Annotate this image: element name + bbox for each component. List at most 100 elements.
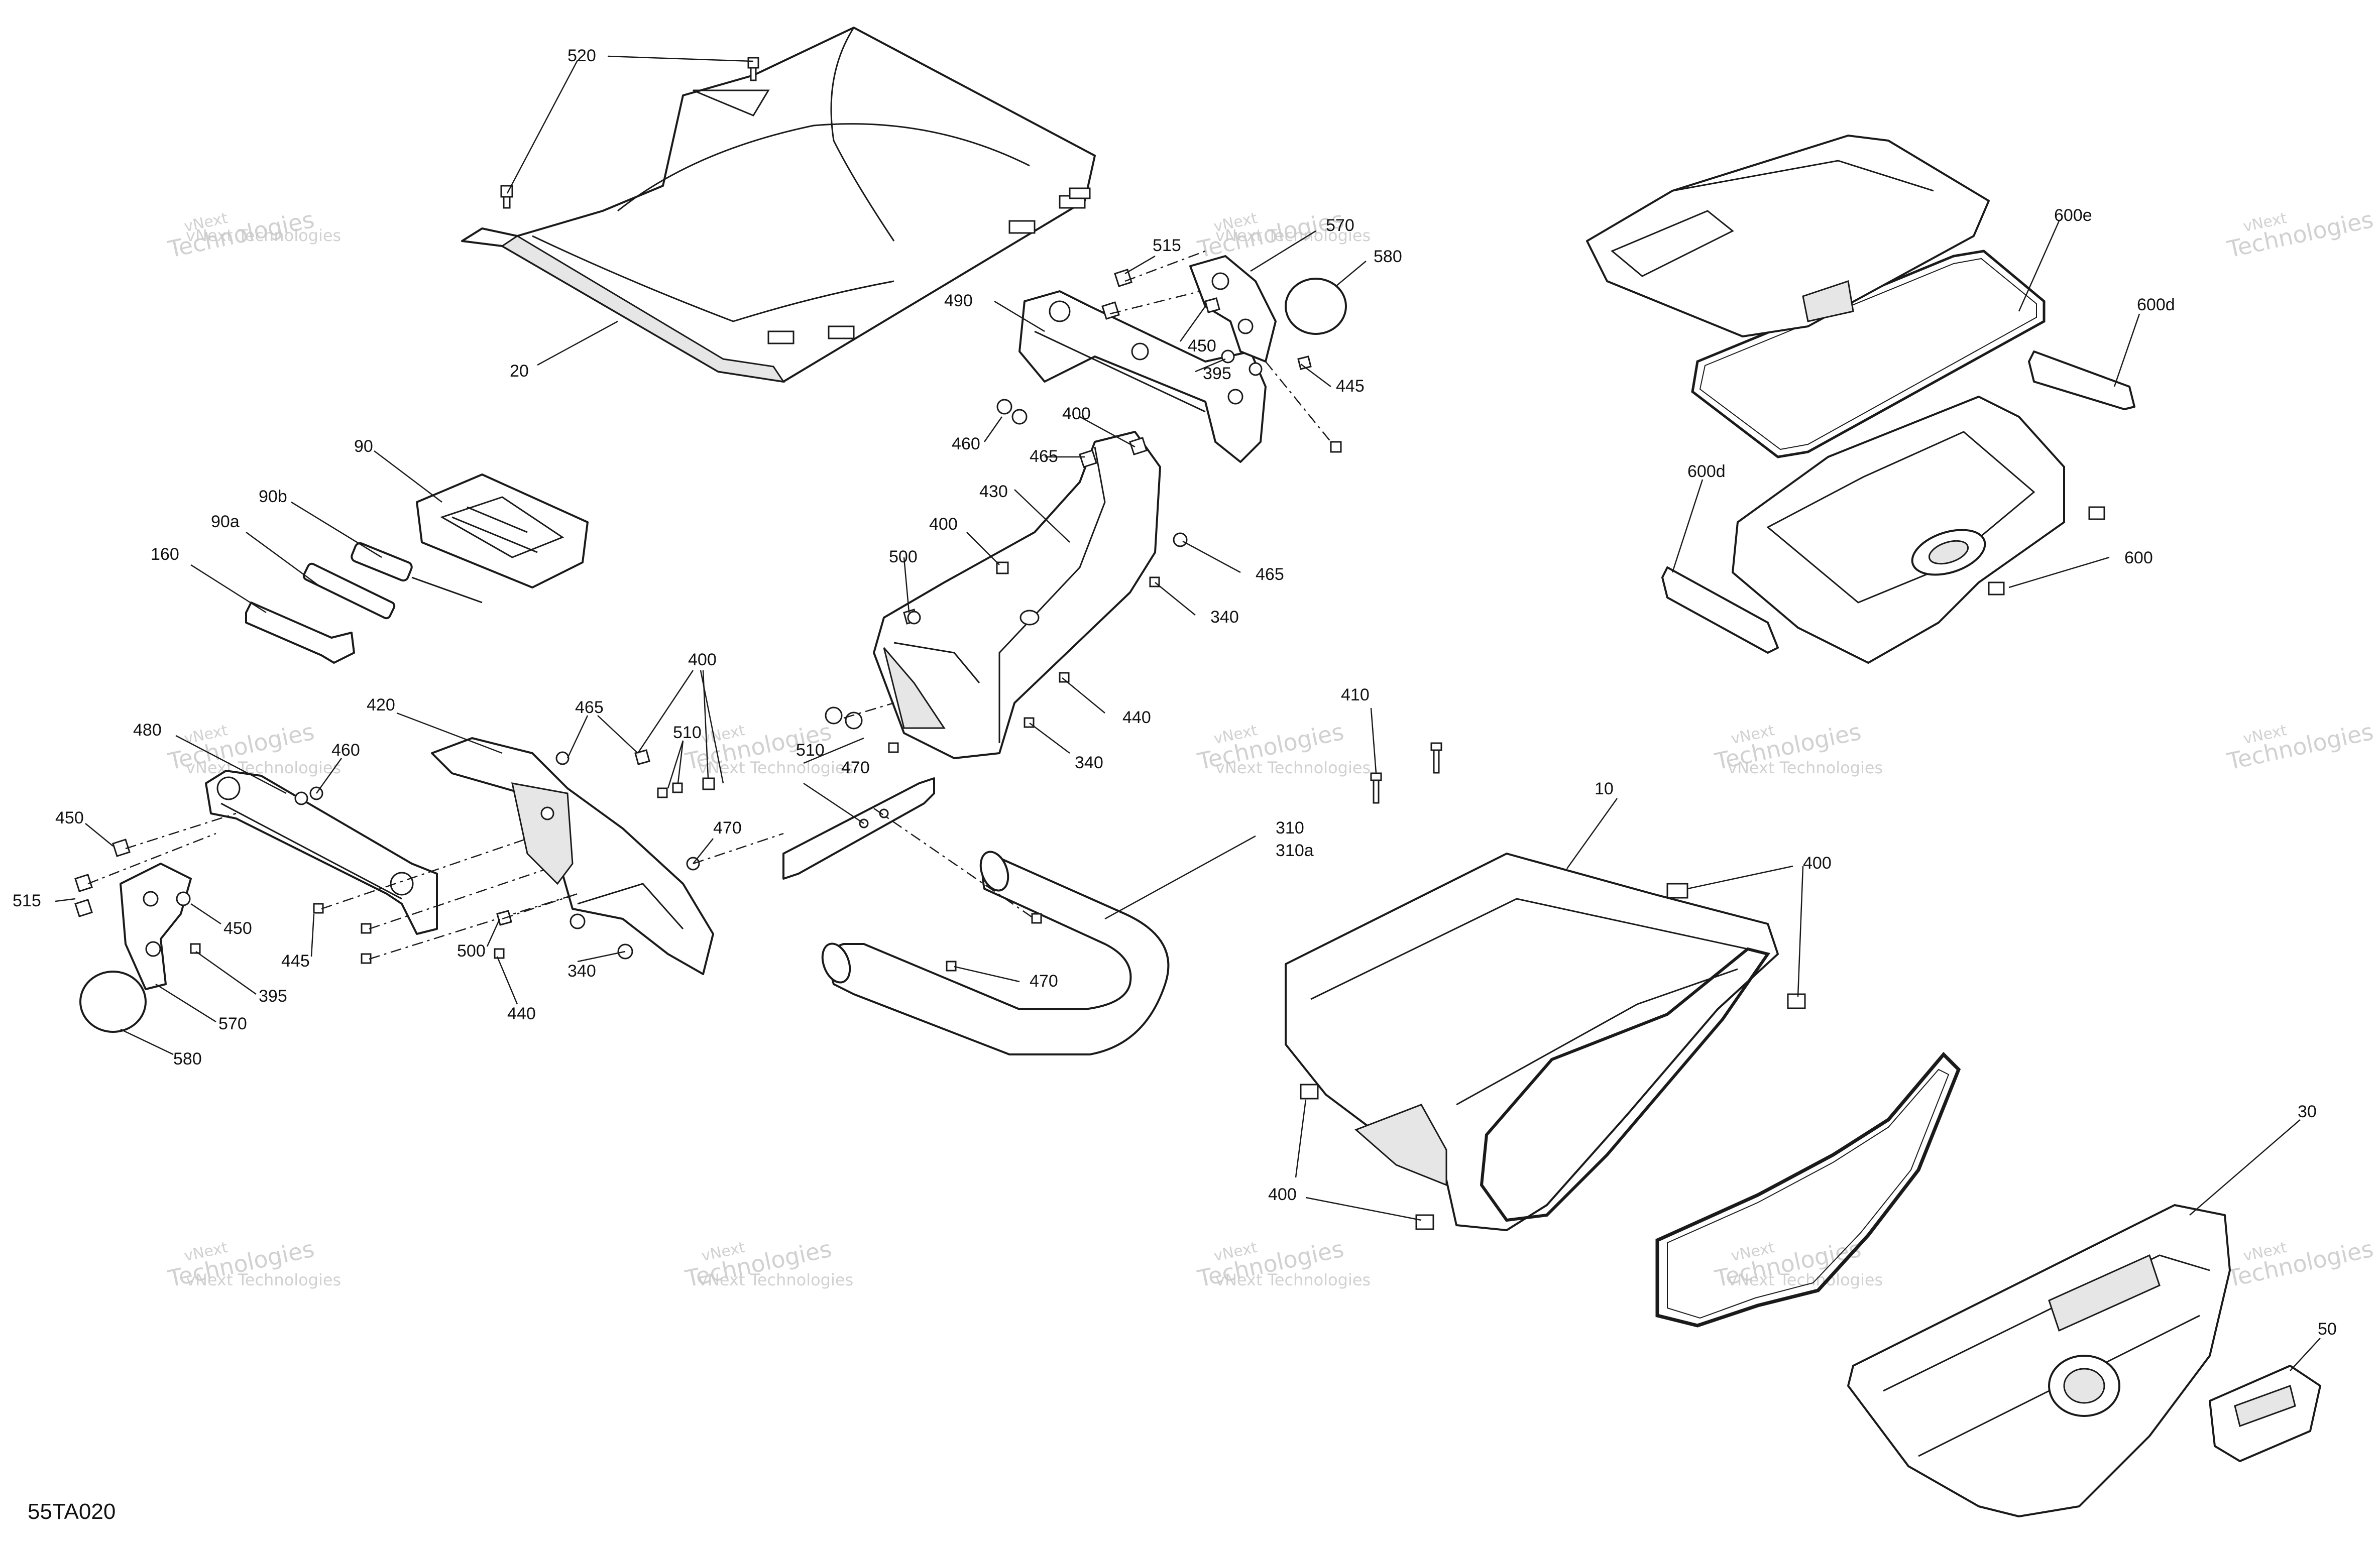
diagram-code: 55TA020 <box>28 1499 116 1524</box>
part-600e-tub-seal <box>1691 250 2046 458</box>
watermark-small: vNext Technologies <box>1215 226 1371 245</box>
watermark-line2: Technologies <box>2224 718 2375 775</box>
callout-460: 460 <box>952 434 980 453</box>
part-570-hinge-bracket-lower <box>120 863 192 990</box>
callout-470: 470 <box>713 818 742 838</box>
callout-400: 400 <box>1062 404 1091 423</box>
clip <box>1008 220 1036 234</box>
callout-90: 90 <box>354 437 373 456</box>
hardware-490 <box>996 269 1342 453</box>
part-430-central-support <box>873 431 1161 759</box>
assembly-line <box>1124 250 1206 282</box>
assembly-line <box>873 807 1035 920</box>
assembly-line <box>693 833 784 865</box>
assembly-line <box>369 893 578 960</box>
part-510-mount-bar <box>782 777 935 880</box>
hardware-430 <box>825 437 1188 753</box>
assembly-line <box>1109 290 1201 315</box>
callout-430: 430 <box>979 482 1008 501</box>
part-600-storage-tub <box>1732 396 2105 664</box>
callout-440: 440 <box>1122 708 1151 727</box>
assembly-line <box>502 893 578 920</box>
callout-465: 465 <box>1030 447 1058 466</box>
watermark-small: vNext Technologies <box>1215 758 1371 777</box>
watermark-small: vNext Technologies <box>1728 758 1883 777</box>
callout-400: 400 <box>688 650 717 669</box>
callout-440: 440 <box>507 1004 536 1023</box>
callout-445: 445 <box>1336 377 1365 396</box>
leader-lines <box>55 55 2321 1371</box>
watermark: vNext Technologies <box>2224 718 2375 775</box>
callout-10: 10 <box>1595 779 1614 798</box>
callout-50: 50 <box>2318 1320 2337 1339</box>
clip <box>1787 993 1806 1009</box>
clip <box>828 325 855 339</box>
clip <box>1300 1084 1319 1100</box>
callout-465: 465 <box>575 698 604 717</box>
part-420-cover-bracket <box>431 737 714 975</box>
part-20-tray-panel <box>461 27 1096 383</box>
part-480-left-bracket <box>205 770 438 935</box>
callout-90a: 90a <box>211 512 240 531</box>
callout-600: 600 <box>2124 548 2153 567</box>
callout-500: 500 <box>457 941 486 961</box>
part-50-latch <box>2209 1365 2321 1462</box>
assembly-line <box>87 833 216 885</box>
callout-160: 160 <box>151 545 179 564</box>
clip <box>767 330 795 344</box>
callout-600e: 600e <box>2054 206 2092 225</box>
callout-20: 20 <box>510 362 529 381</box>
callout-310a: 310a <box>1276 841 1314 860</box>
callout-395: 395 <box>259 987 287 1006</box>
callout-400: 400 <box>929 515 958 534</box>
callout-450: 450 <box>1188 336 1216 355</box>
callout-400: 400 <box>1803 854 1832 873</box>
callout-510: 510 <box>673 723 702 742</box>
assembly-line <box>321 833 543 910</box>
callout-580: 580 <box>1374 247 1402 266</box>
part-90-tool-kit <box>416 473 589 588</box>
part-10-gasket <box>1655 1051 1961 1328</box>
hardware-480 <box>74 786 372 964</box>
callout-30: 30 <box>2298 1102 2317 1121</box>
callout-465: 465 <box>1256 565 1284 584</box>
watermark-line2: Technologies <box>2224 1235 2375 1292</box>
assembly-line <box>1265 361 1331 442</box>
callout-340: 340 <box>1210 608 1239 627</box>
callout-490: 490 <box>944 291 973 310</box>
assembly-line <box>125 812 237 850</box>
watermark-small: vNext Technologies <box>186 226 341 245</box>
callout-600d: 600d <box>2137 295 2175 314</box>
callout-340: 340 <box>1075 753 1103 772</box>
watermark-line2: Technologies <box>2224 206 2375 263</box>
part-310-grab-handle <box>821 851 1170 1055</box>
callout-310: 310 <box>1276 818 1304 838</box>
callout-515: 515 <box>13 891 41 910</box>
callout-470: 470 <box>1030 972 1058 991</box>
callout-515: 515 <box>1153 236 1181 255</box>
watermark-small: vNext Technologies <box>1728 1270 1883 1289</box>
part-160-spanner <box>245 602 355 664</box>
part-90a-socket <box>302 562 396 620</box>
callout-450: 450 <box>55 808 84 827</box>
hardware-420 <box>494 749 715 960</box>
part-410-bolts <box>1370 742 1442 804</box>
callout-470: 470 <box>841 758 870 777</box>
callout-580: 580 <box>173 1049 202 1069</box>
callout-450: 450 <box>223 919 252 938</box>
callout-510: 510 <box>796 741 825 760</box>
watermark-small: vNext Technologies <box>1215 1270 1371 1289</box>
callout-90b: 90b <box>259 487 287 506</box>
callout-460: 460 <box>331 741 360 760</box>
callout-570: 570 <box>218 1014 247 1033</box>
callout-410: 410 <box>1341 685 1370 704</box>
part-600d-tub-rails <box>1661 350 2135 654</box>
watermark-small: vNext Technologies <box>698 1270 853 1289</box>
clip <box>1666 883 1688 899</box>
callout-395: 395 <box>1203 364 1231 383</box>
callout-labels: 520 20 515 570 580 490 450 395 445 460 4… <box>13 46 2337 1339</box>
part-580-cap-upper <box>1285 278 1347 335</box>
part-490-upper-bracket <box>1018 290 1267 463</box>
callout-520: 520 <box>568 46 596 65</box>
watermark: vNext Technologies <box>2224 1235 2375 1292</box>
